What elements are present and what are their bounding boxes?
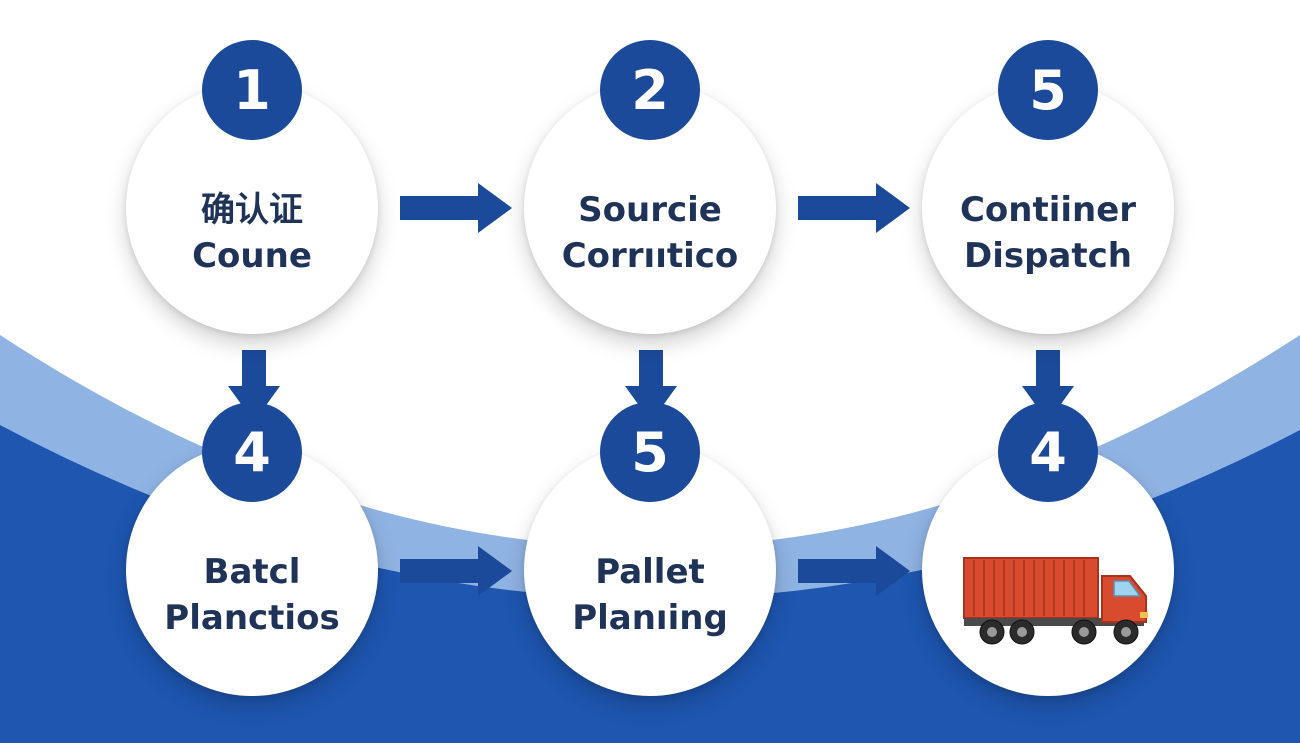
step-label-line1: Contiiner — [959, 190, 1137, 230]
step-label-line2: Corrııtico — [561, 236, 739, 276]
step-number-badge: 5 — [998, 40, 1098, 140]
step-node-6: 4 — [922, 402, 1174, 696]
step-label-line1: Pallet — [595, 552, 705, 592]
step-label: Pallet Planıing — [524, 549, 776, 641]
step-label-line1: Sourcie — [578, 190, 722, 230]
step-number-badge: 4 — [202, 402, 302, 502]
arrow-right-2-3 — [798, 183, 910, 233]
step-number-badge: 5 — [600, 402, 700, 502]
step-number-badge: 2 — [600, 40, 700, 140]
arrow-right-1-2 — [400, 183, 512, 233]
step-node-2: 2 Sourcie Corrııtico — [524, 40, 776, 334]
step-label-line1: Batcl — [203, 552, 301, 592]
step-label-line2: Coune — [192, 236, 312, 276]
step-node-1: 1 确认证 Coune — [126, 40, 378, 334]
truck-icon — [963, 557, 1148, 645]
step-number-badge: 1 — [202, 40, 302, 140]
step-label: Contiiner Dispatch — [922, 187, 1174, 279]
step-node-4: 4 Batcl Planctios — [126, 402, 378, 696]
step-node-5: 5 Pallet Planıing — [524, 402, 776, 696]
step-label-line1: 确认证 — [201, 190, 303, 230]
step-label-line2: Planctios — [164, 598, 340, 638]
step-label: Batcl Planctios — [126, 549, 378, 641]
step-node-3: 5 Contiiner Dispatch — [922, 40, 1174, 334]
step-label-line2: Planıing — [572, 598, 728, 638]
arrow-right-5-6 — [798, 546, 910, 596]
arrow-right-4-5 — [400, 546, 512, 596]
step-label: 确认证 Coune — [126, 187, 378, 279]
step-label-line2: Dispatch — [963, 236, 1132, 276]
step-number-badge: 4 — [998, 402, 1098, 502]
step-label: Sourcie Corrııtico — [524, 187, 776, 279]
